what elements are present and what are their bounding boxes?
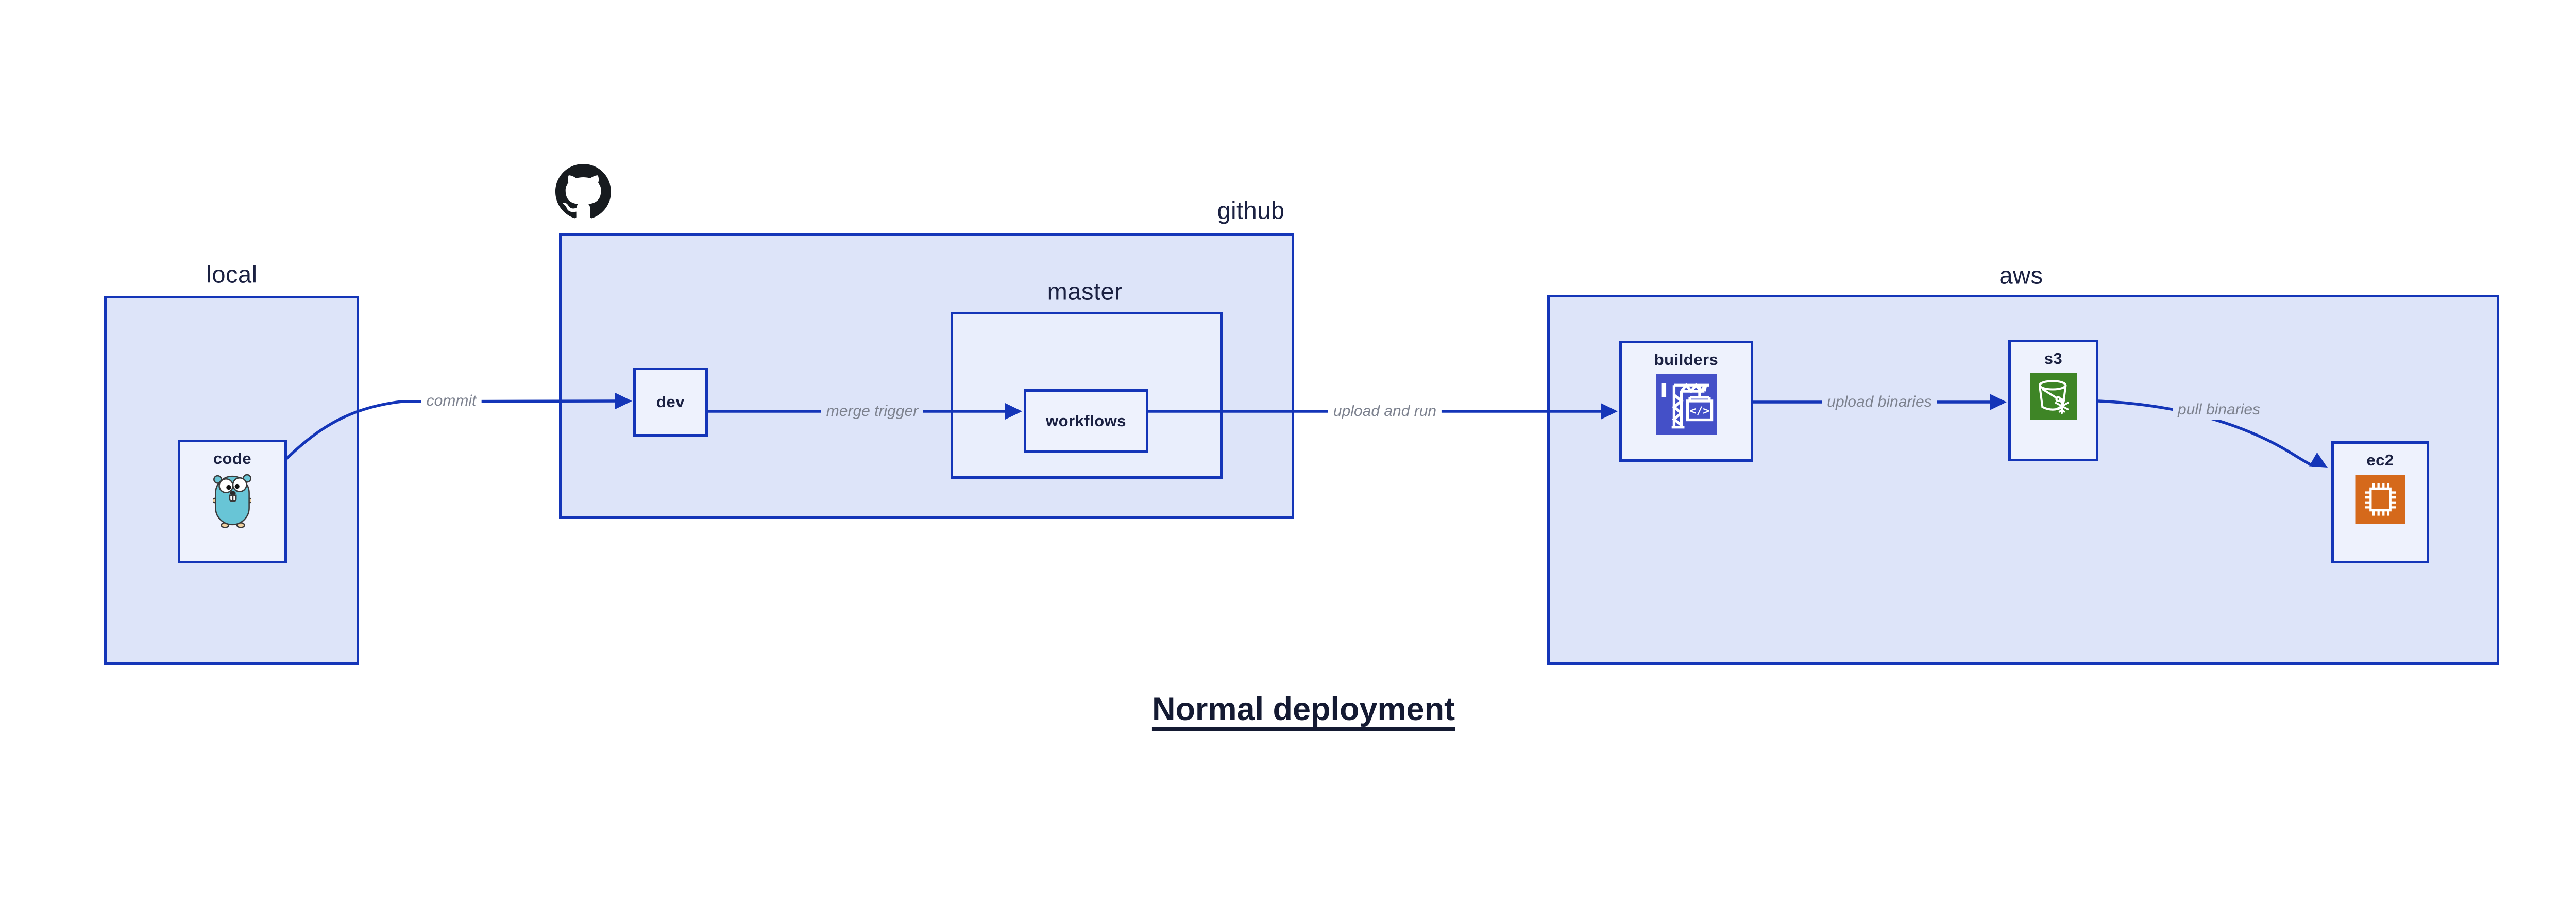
node-builders: builders </> [1619, 341, 1753, 462]
container-label-master: master [1047, 277, 1123, 305]
edge-label-merge-trigger: merge trigger [821, 402, 924, 421]
diagram-title: Normal deployment [1151, 691, 1455, 727]
node-label-builders: builders [1654, 350, 1719, 369]
node-dev: dev [633, 368, 708, 437]
edge-commit-arrowhead [615, 393, 632, 409]
node-ec2: ec2 [2331, 441, 2429, 563]
edge-pull-binaries-line [2098, 399, 2314, 467]
node-workflows: workflows [1024, 389, 1148, 453]
edge-label-upload-and-run: upload and run [1328, 402, 1442, 421]
edge-pull-binaries-arrowhead [2309, 452, 2328, 468]
ec2-chip-icon [2355, 475, 2405, 527]
node-label-workflows: workflows [1045, 412, 1127, 430]
edge-merge-trigger-arrowhead [1005, 403, 1022, 420]
edge-upload-and-run-arrowhead [1601, 403, 1618, 420]
container-label-local: local [206, 260, 258, 288]
go-gopher-icon [211, 473, 253, 530]
node-label-s3: s3 [2044, 349, 2063, 368]
edge-upload-binaries-arrowhead [1990, 394, 2007, 410]
node-label-dev: dev [656, 393, 685, 411]
node-label-code: code [213, 449, 252, 467]
edge-label-commit: commit [421, 391, 482, 411]
container-label-github: github [1217, 196, 1285, 224]
container-label-aws: aws [1999, 261, 2043, 289]
node-s3: s3 [2008, 340, 2098, 461]
edge-label-upload-binaries: upload binaries [1822, 392, 1937, 412]
edge-label-pull-binaries: pull binaries [2172, 400, 2266, 420]
s3-glacier-bucket-icon [2030, 373, 2077, 422]
codebuild-crane-icon: </> [1655, 374, 1717, 438]
github-mark-icon [555, 164, 611, 220]
edge-commit-line [285, 399, 618, 460]
node-label-ec2: ec2 [2366, 451, 2394, 469]
node-code: code [178, 440, 287, 563]
svg-text:</>: </> [1690, 405, 1709, 417]
